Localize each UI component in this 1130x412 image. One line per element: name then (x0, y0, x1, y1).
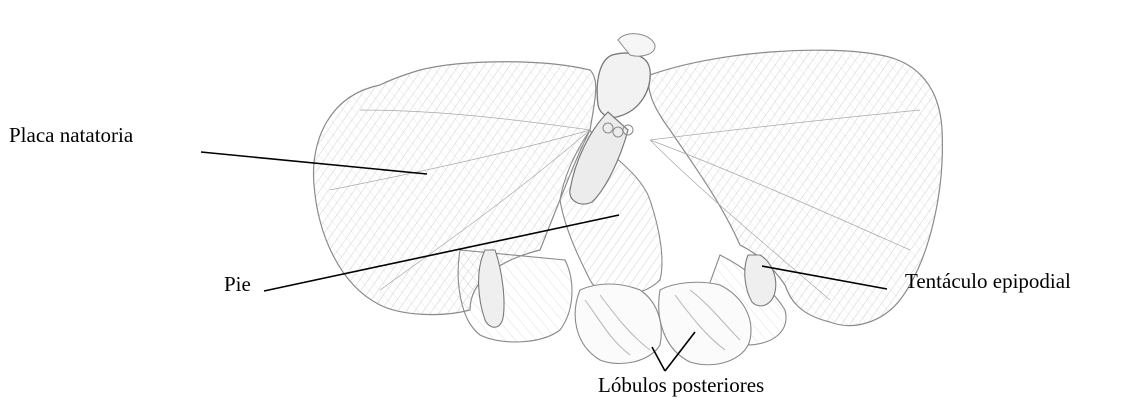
posterior-lobe-left (575, 284, 661, 364)
label-pie: Pie (224, 274, 251, 295)
leader-line-lobulos-left (652, 347, 665, 371)
label-placa-natatoria: Placa natatoria (9, 125, 133, 146)
head (597, 53, 650, 117)
label-tentaculo-epipodial: Tentáculo epipodial (905, 271, 1071, 292)
left-lower-lobe (458, 250, 572, 342)
label-lobulos-posteriores: Lóbulos posteriores (598, 375, 764, 396)
